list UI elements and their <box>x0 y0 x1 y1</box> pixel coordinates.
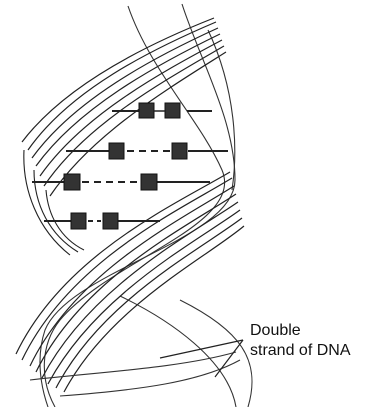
label-double: Double <box>250 322 301 340</box>
helix-bottom-threads <box>30 352 240 396</box>
base-pair-2 <box>66 143 228 159</box>
helix-upper-strand <box>22 18 226 196</box>
label-pointers <box>160 340 243 377</box>
base-pairs <box>32 103 228 229</box>
label-strand-of-dna: strand of DNA <box>250 342 350 360</box>
base-pair-4 <box>44 213 160 229</box>
base-pair-3 <box>32 174 210 190</box>
helix-left-curve <box>24 150 84 255</box>
